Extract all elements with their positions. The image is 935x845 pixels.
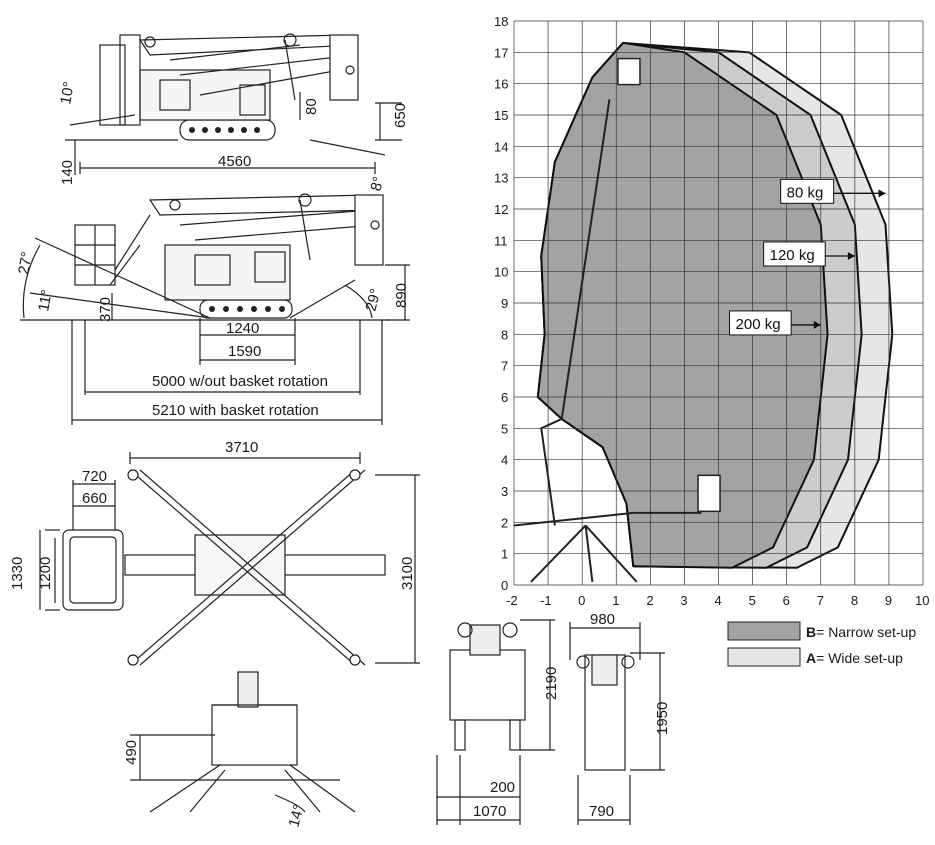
capacity-label-box [763,241,826,267]
x-tick-label: -2 [506,593,518,608]
x-tick-label: 7 [817,593,824,608]
x-tick-label: 6 [783,593,790,608]
capacity-label-80-kg: 80 kg [787,184,824,201]
capacity-label-box [780,178,835,204]
x-tick-label: 1 [612,593,619,608]
x-tick-label: -1 [540,593,552,608]
dim-660: 660 [82,490,107,507]
top-view [39,452,420,666]
y-tick-label: 2 [501,515,508,530]
basket-side [697,474,721,513]
dim-490: 490 [123,740,140,765]
boom-upper [540,99,611,526]
y-tick-label: 15 [494,108,508,123]
capacity-arrow-head [847,252,855,260]
dim-3710: 3710 [225,439,258,456]
capacity-label-box [729,310,792,336]
dim-angle-front: 10° [57,80,78,105]
x-tick-label: 8 [851,593,858,608]
x-tick-label: 4 [715,593,722,608]
y-tick-label: 0 [501,578,508,593]
legend-label-narrow: B= Narrow set-up [806,624,916,640]
x-tick-label: 2 [646,593,653,608]
x-tick-label: 10 [915,593,929,608]
y-tick-label: 3 [501,484,508,499]
y-tick-label: 18 [494,14,508,29]
legend-swatch-narrow [727,621,801,641]
y-tick-label: 1 [501,547,508,562]
y-tick-label: 9 [501,296,508,311]
capacity-arrow-head [813,320,821,329]
legend-label-wide: A= Wide set-up [806,650,903,666]
x-tick-label: 0 [578,593,585,608]
y-tick-label: 10 [494,265,508,280]
dim-length-4560: 4560 [218,153,251,170]
dim-angle-27: 27° [15,250,36,275]
dim-1590: 1590 [228,343,261,360]
dim-1950: 1950 [654,702,671,735]
y-tick-label: 4 [501,453,508,468]
outrigger-legs [530,524,638,583]
capacity-label-200-kg: 200 kg [736,316,781,333]
y-tick-label: 14 [494,139,508,154]
dim-angle-rear: 8° [367,175,387,193]
dim-1330: 1330 [9,557,26,590]
dim-980: 980 [590,611,615,628]
dim-1070: 1070 [473,803,506,820]
y-tick-label: 7 [501,359,508,374]
dim-370: 370 [97,297,114,322]
y-tick-label: 13 [494,171,508,186]
dim-5210-label: 5210 with basket rotation [152,402,319,419]
side-compact-view [569,622,665,825]
side-view-working [20,193,410,425]
dim-angle-29: 29° [362,287,384,313]
dim-mid-80: 80 [303,98,320,115]
front-compact-view [436,619,555,825]
dim-angle-14: 14° [285,803,307,829]
y-tick-label: 5 [501,421,508,436]
x-tick-label: 3 [680,593,687,608]
y-tick-label: 6 [501,390,508,405]
front-view [130,671,356,813]
y-tick-label: 8 [501,327,508,342]
dim-height-650: 650 [392,103,409,128]
legend-swatch-wide [727,647,801,667]
dim-5000-label: 5000 w/out basket rotation [152,373,328,390]
dim-clearance-140: 140 [59,160,76,185]
side-view-transport [65,33,402,175]
dim-790: 790 [589,803,614,820]
basket-top [617,57,641,86]
capacity-label-120-kg: 120 kg [770,247,815,264]
dim-3100: 3100 [399,557,416,590]
dim-1240: 1240 [226,320,259,337]
x-tick-label: 9 [885,593,892,608]
dim-200: 200 [490,779,515,796]
dim-1200: 1200 [37,557,54,590]
y-tick-label: 17 [494,45,508,60]
y-tick-label: 11 [494,233,508,248]
chart-legend: B= Narrow set-up A= Wide set-up [727,621,916,667]
dim-angle-11: 11° [35,288,55,312]
capacity-arrow-head [878,189,886,198]
y-tick-label: 12 [494,202,508,217]
x-tick-label: 5 [749,593,756,608]
dim-720: 720 [82,468,107,485]
dim-2190: 2190 [543,667,560,700]
dim-890: 890 [393,283,410,308]
y-tick-label: 16 [494,77,508,92]
